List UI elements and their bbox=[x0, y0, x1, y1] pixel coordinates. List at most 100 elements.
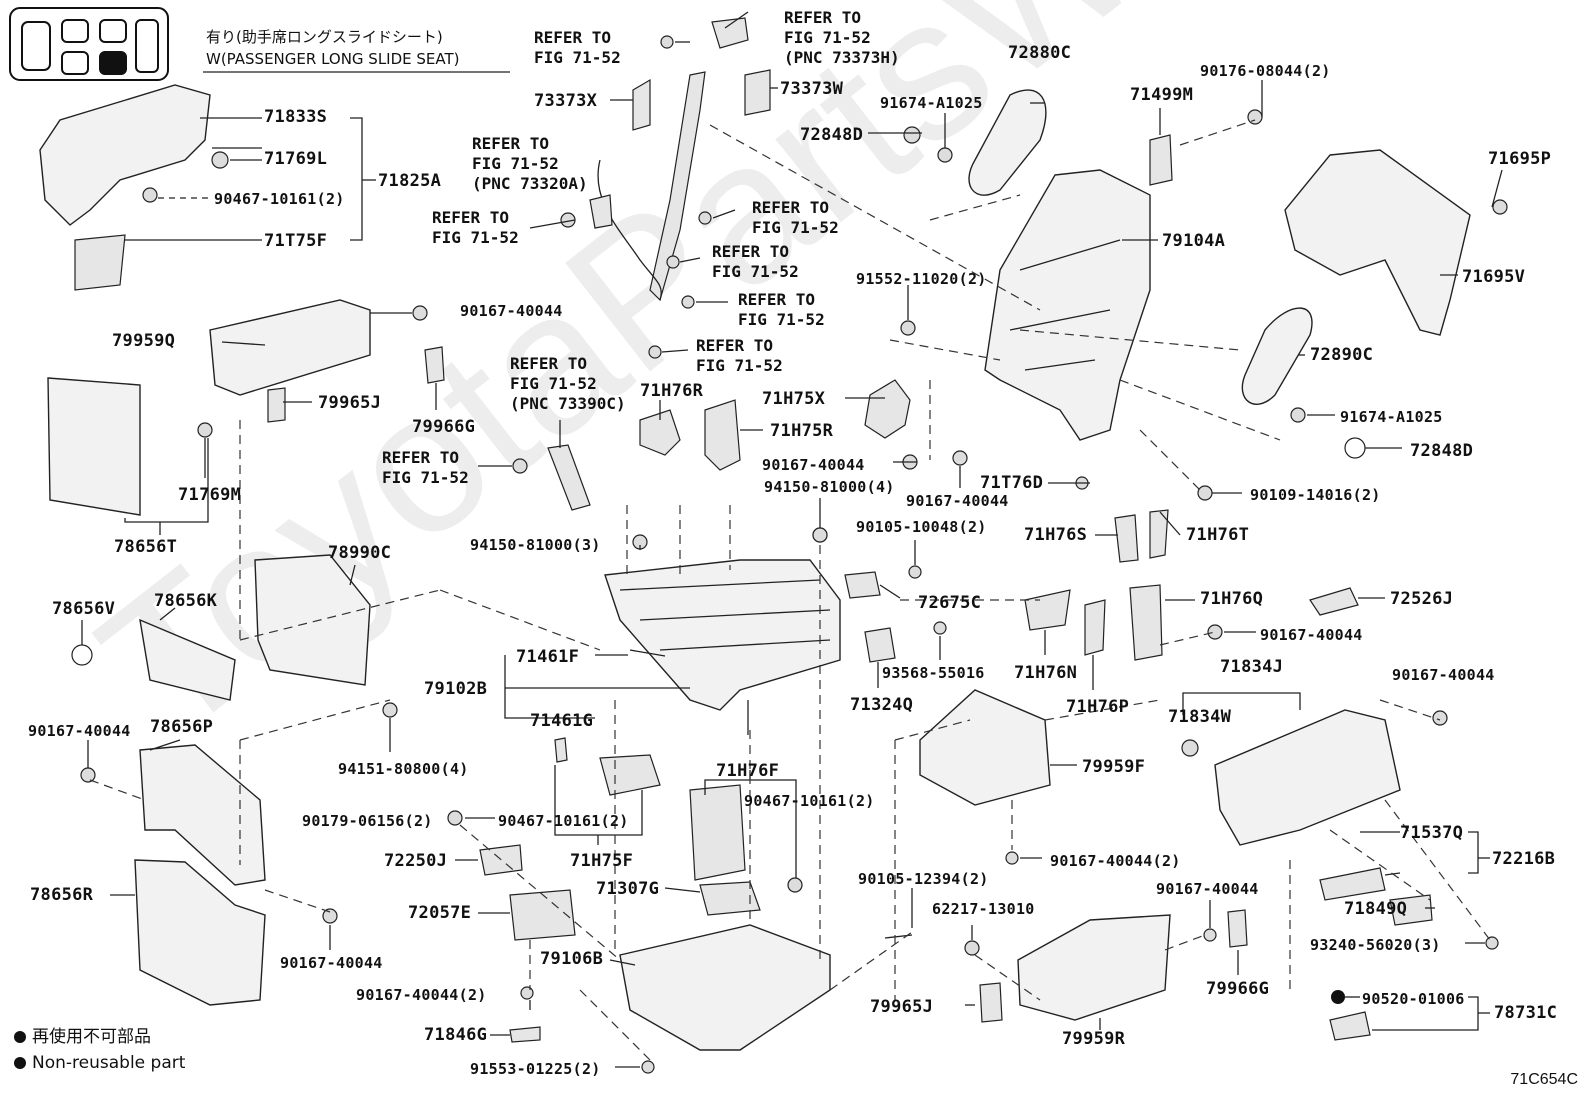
part-71849Q[interactable]: 71849Q bbox=[1344, 899, 1408, 919]
part-71324Q[interactable]: 71324Q bbox=[850, 695, 914, 715]
part-72848D-a[interactable]: 72848D bbox=[800, 125, 864, 145]
refer-to-2[interactable]: REFER TO FIG 71-52 (PNC 73373H) bbox=[784, 8, 900, 67]
refer-to-8[interactable]: REFER TO FIG 71-52 bbox=[696, 336, 783, 375]
part-90167-40044-d[interactable]: 90167-40044 bbox=[1260, 626, 1363, 644]
part-71846G[interactable]: 71846G bbox=[424, 1025, 488, 1045]
part-79104A[interactable]: 79104A bbox=[1162, 231, 1226, 251]
part-71834W[interactable]: 71834W bbox=[1168, 707, 1232, 727]
part-93240-56020[interactable]: 93240-56020(3) bbox=[1310, 936, 1441, 954]
refer-to-4[interactable]: REFER TO FIG 71-52 bbox=[432, 208, 519, 247]
part-90105-10048[interactable]: 90105-10048(2) bbox=[856, 518, 987, 536]
lower-middle-parts-group bbox=[554, 737, 1248, 1051]
part-90467-10161-b[interactable]: 90467-10161(2) bbox=[498, 812, 629, 830]
part-90109-14016[interactable]: 90109-14016(2) bbox=[1250, 486, 1381, 504]
part-71H75F[interactable]: 71H75F bbox=[570, 851, 634, 871]
part-78656K[interactable]: 78656K bbox=[154, 591, 218, 611]
part-90167-40044-b[interactable]: 90167-40044 bbox=[762, 456, 865, 474]
part-90167-40044-j[interactable]: 90167-40044(2) bbox=[356, 986, 487, 1004]
part-71499M[interactable]: 71499M bbox=[1130, 85, 1194, 105]
part-71461G[interactable]: 71461G bbox=[530, 711, 594, 731]
part-71H75X[interactable]: 71H75X bbox=[762, 389, 826, 409]
part-71537Q[interactable]: 71537Q bbox=[1400, 823, 1464, 843]
refer-to-9[interactable]: REFER TO FIG 71-52 (PNC 73390C) bbox=[510, 354, 626, 413]
part-90167-40044-g[interactable]: 90167-40044(2) bbox=[1050, 852, 1181, 870]
refer-to-10[interactable]: REFER TO FIG 71-52 bbox=[382, 448, 469, 487]
part-71769M[interactable]: 71769M bbox=[178, 485, 242, 505]
part-71T75F[interactable]: 71T75F bbox=[264, 231, 328, 251]
part-90167-40044-f[interactable]: 90167-40044 bbox=[28, 722, 131, 740]
part-90167-40044-c[interactable]: 90167-40044 bbox=[906, 492, 1009, 510]
part-78656T[interactable]: 78656T bbox=[114, 537, 178, 557]
part-72250J[interactable]: 72250J bbox=[384, 851, 448, 871]
part-90176-08044[interactable]: 90176-08044(2) bbox=[1200, 62, 1331, 80]
part-91553-01225[interactable]: 91553-01225(2) bbox=[470, 1060, 601, 1078]
refer-to-3[interactable]: REFER TO FIG 71-52 (PNC 73320A) bbox=[472, 134, 588, 193]
part-90520-01006[interactable]: 90520-01006 bbox=[1362, 990, 1465, 1008]
part-79965J-b[interactable]: 79965J bbox=[870, 997, 934, 1017]
part-79966G-a[interactable]: 79966G bbox=[412, 417, 476, 437]
part-71H75R[interactable]: 71H75R bbox=[770, 421, 834, 441]
part-71H76R[interactable]: 71H76R bbox=[640, 381, 704, 401]
non-reusable-dot-icon bbox=[14, 1057, 26, 1069]
part-73373W[interactable]: 73373W bbox=[780, 79, 844, 99]
part-79966G-b[interactable]: 79966G bbox=[1206, 979, 1270, 999]
refer-to-1[interactable]: REFER TO FIG 71-52 bbox=[534, 28, 621, 67]
part-72675C[interactable]: 72675C bbox=[918, 593, 982, 613]
part-73373X[interactable]: 73373X bbox=[534, 91, 598, 111]
part-72890C[interactable]: 72890C bbox=[1310, 345, 1374, 365]
part-90467-10161-a[interactable]: 90467-10161(2) bbox=[214, 190, 345, 208]
part-71T76D[interactable]: 71T76D bbox=[980, 473, 1044, 493]
part-71834J[interactable]: 71834J bbox=[1220, 657, 1284, 677]
part-78731C[interactable]: 78731C bbox=[1494, 1003, 1558, 1023]
part-71H76F[interactable]: 71H76F bbox=[716, 761, 780, 781]
seat-back-cover-group bbox=[1197, 149, 1508, 501]
part-72216B[interactable]: 72216B bbox=[1492, 849, 1556, 869]
part-79106B[interactable]: 79106B bbox=[540, 949, 604, 969]
part-90167-40044-h[interactable]: 90167-40044 bbox=[1156, 880, 1259, 898]
refer-to-5[interactable]: REFER TO FIG 71-52 bbox=[752, 198, 839, 237]
part-71H76N[interactable]: 71H76N bbox=[1014, 663, 1078, 683]
part-79965J-a[interactable]: 79965J bbox=[318, 393, 382, 413]
part-90167-40044-a[interactable]: 90167-40044 bbox=[460, 302, 563, 320]
part-79959F[interactable]: 79959F bbox=[1082, 757, 1146, 777]
part-71825A[interactable]: 71825A bbox=[378, 171, 442, 191]
part-71H76Q[interactable]: 71H76Q bbox=[1200, 589, 1264, 609]
part-78656V[interactable]: 78656V bbox=[52, 599, 116, 619]
part-91674-A1025-a[interactable]: 91674-A1025 bbox=[880, 94, 983, 112]
part-78656R[interactable]: 78656R bbox=[30, 885, 94, 905]
part-71H76T[interactable]: 71H76T bbox=[1186, 525, 1250, 545]
part-94150-81000-b[interactable]: 94150-81000(3) bbox=[470, 536, 601, 554]
part-94151-80800[interactable]: 94151-80800(4) bbox=[338, 760, 469, 778]
part-79959R[interactable]: 79959R bbox=[1062, 1029, 1126, 1049]
part-91552-11020[interactable]: 91552-11020(2) bbox=[856, 270, 987, 288]
part-90167-40044-e[interactable]: 90167-40044 bbox=[1392, 666, 1495, 684]
seatbelt-group bbox=[512, 17, 771, 511]
part-71769L[interactable]: 71769L bbox=[264, 149, 328, 169]
part-90467-10161-c[interactable]: 90467-10161(2) bbox=[744, 792, 875, 810]
part-71H76P[interactable]: 71H76P bbox=[1066, 697, 1130, 717]
part-71461F[interactable]: 71461F bbox=[516, 647, 580, 667]
refer-to-7[interactable]: REFER TO FIG 71-52 bbox=[738, 290, 825, 329]
part-62217-13010[interactable]: 62217-13010 bbox=[932, 900, 1035, 918]
part-91674-A1025-b[interactable]: 91674-A1025 bbox=[1340, 408, 1443, 426]
part-94150-81000-a[interactable]: 94150-81000(4) bbox=[764, 478, 895, 496]
part-90167-40044-i[interactable]: 90167-40044 bbox=[280, 954, 383, 972]
refer-to-6[interactable]: REFER TO FIG 71-52 bbox=[712, 242, 799, 281]
part-93568-55016[interactable]: 93568-55016 bbox=[882, 664, 985, 682]
part-71695V[interactable]: 71695V bbox=[1462, 267, 1526, 287]
part-72880C[interactable]: 72880C bbox=[1008, 43, 1072, 63]
part-71307G[interactable]: 71307G bbox=[596, 879, 660, 899]
part-78990C[interactable]: 78990C bbox=[328, 543, 392, 563]
part-72526J[interactable]: 72526J bbox=[1390, 589, 1454, 609]
part-78656P[interactable]: 78656P bbox=[150, 717, 214, 737]
part-72057E[interactable]: 72057E bbox=[408, 903, 472, 923]
part-72848D-b[interactable]: 72848D bbox=[1410, 441, 1474, 461]
part-71H76S[interactable]: 71H76S bbox=[1024, 525, 1088, 545]
part-90179-06156[interactable]: 90179-06156(2) bbox=[302, 812, 433, 830]
part-90105-12394[interactable]: 90105-12394(2) bbox=[858, 870, 989, 888]
part-79102B[interactable]: 79102B bbox=[424, 679, 488, 699]
part-71695P[interactable]: 71695P bbox=[1488, 149, 1552, 169]
part-79959Q[interactable]: 79959Q bbox=[112, 331, 176, 351]
part-71833S[interactable]: 71833S bbox=[264, 107, 328, 127]
